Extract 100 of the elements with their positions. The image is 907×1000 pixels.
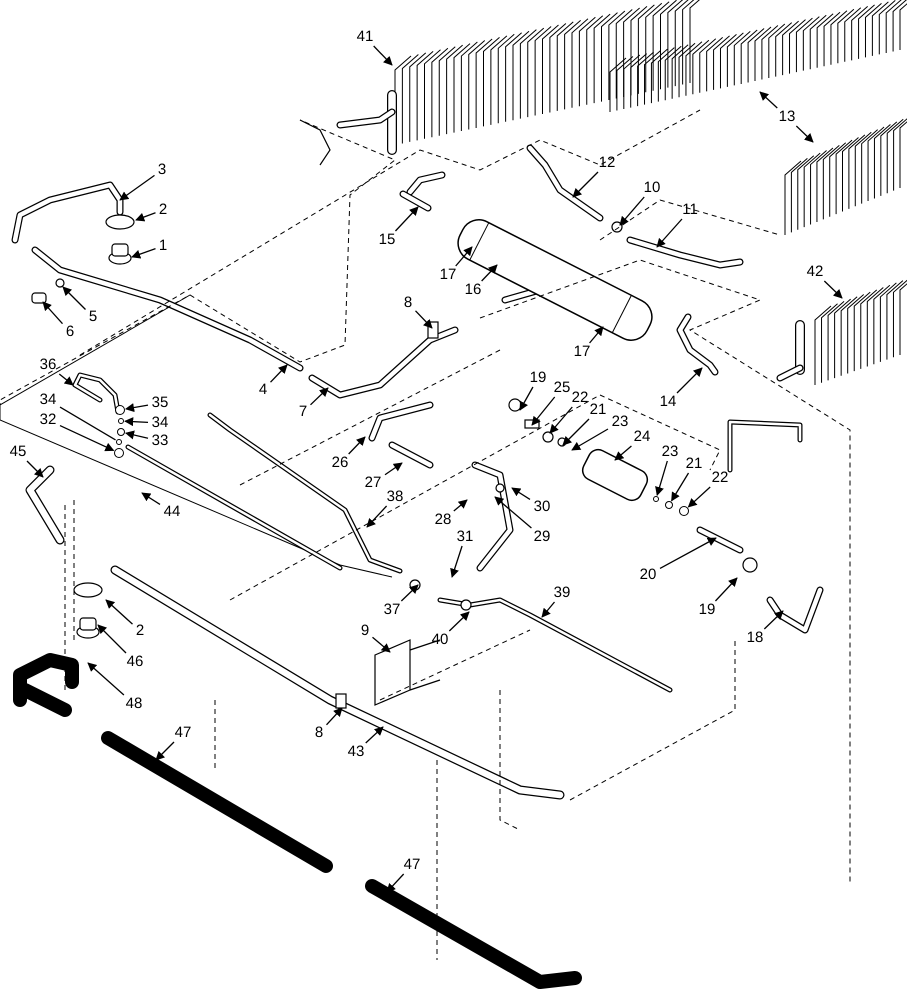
callout-number: 6 [66,324,74,340]
leader-line [60,406,116,441]
leader-line [796,126,814,143]
callout-number: 22 [712,470,728,486]
leader-line [549,406,573,434]
leader-line [619,196,645,226]
callout-number: 8 [314,725,324,741]
leader-line [450,546,463,578]
leader-line [58,374,74,386]
callout-number: 19 [530,370,546,386]
callout-number: 3 [158,162,166,178]
callout-number: 28 [434,512,452,528]
callout-number: 5 [88,309,98,325]
callout-number: 37 [384,602,400,618]
leader-line [60,424,114,452]
leader-line [671,472,690,502]
callout-number: 4 [258,382,268,398]
callout-number: 27 [364,475,382,491]
callout-number: 16 [464,282,482,298]
callout-number: 23 [662,444,678,460]
leader-line [42,301,63,324]
leader-line [415,310,433,329]
leader-line [656,218,682,248]
leader-line [326,707,343,726]
callout-number: 35 [152,395,168,411]
leader-line [519,386,534,411]
leader-line [676,367,703,394]
leader-line [614,446,632,461]
leader-line [135,212,156,222]
leader-line [310,387,329,406]
leader-line [386,874,404,893]
leader-line [655,460,668,496]
leader-line [481,264,498,282]
callout-number: 46 [126,654,144,670]
callout-number: 47 [404,857,420,873]
leader-line [572,172,598,198]
fitting-ring [115,405,125,415]
leader-line [511,487,530,500]
callout-number: 32 [40,412,56,428]
leader-line [531,396,556,426]
callout-number: 47 [174,725,192,741]
callout-number: 2 [158,202,168,218]
callout-number: 40 [432,632,448,648]
leader-line [660,537,717,570]
leader-line [824,280,843,299]
leader-line [400,584,419,602]
callout-number: 38 [386,489,404,505]
leader-line [366,506,388,528]
leader-line [348,436,366,454]
callout-number: 36 [40,357,56,373]
callout-number: 20 [640,567,656,583]
callout-number: 10 [644,180,660,196]
callout-number: 26 [332,455,348,471]
leader-line [764,610,784,630]
fitting-ring [653,496,659,502]
callout-number: 25 [554,380,570,396]
callout-number: 34 [152,415,168,431]
leader-line [62,286,86,310]
callout-number: 48 [126,696,142,712]
leader-line [453,499,468,512]
leader-line [87,662,124,696]
fitting-ring [117,428,125,436]
leader-line [714,577,738,602]
leader-line [26,460,44,478]
callout-number: 45 [10,444,26,460]
callout-number: 42 [806,264,824,280]
callout-number: 9 [360,623,370,639]
callout-number: 24 [634,429,650,445]
leader-line [119,174,155,201]
callout-number: 21 [590,402,606,418]
callout-number: 22 [572,390,588,406]
fitting-ring [114,448,124,458]
callout-number: 17 [440,267,456,283]
leader-line [141,492,160,505]
callout-number: 15 [378,232,396,248]
callout-number: 11 [682,202,698,218]
leader-line [384,462,403,476]
callout-number: 21 [686,456,702,472]
leader-line [131,248,156,259]
callout-number: 33 [152,433,168,449]
leader-line [494,496,532,528]
callout-number: 43 [348,744,364,760]
callout-number: 34 [40,392,56,408]
callout-number: 23 [612,414,628,430]
leader-line [155,742,174,761]
leader-line [125,403,148,412]
callout-number: 41 [356,29,374,45]
leader-line [455,246,473,266]
leader-line [105,599,133,625]
callout-number: 14 [660,394,676,410]
callout-number: 2 [136,623,144,639]
leader-line [541,602,555,618]
fitting-ring [118,418,124,424]
callout-number: 39 [554,585,570,601]
callout-number: 7 [298,404,308,420]
leader-line [97,624,126,654]
leader-line [759,91,778,108]
callout-number: 18 [746,630,764,646]
fitting-ring [116,439,122,445]
callout-number: 12 [598,155,616,171]
